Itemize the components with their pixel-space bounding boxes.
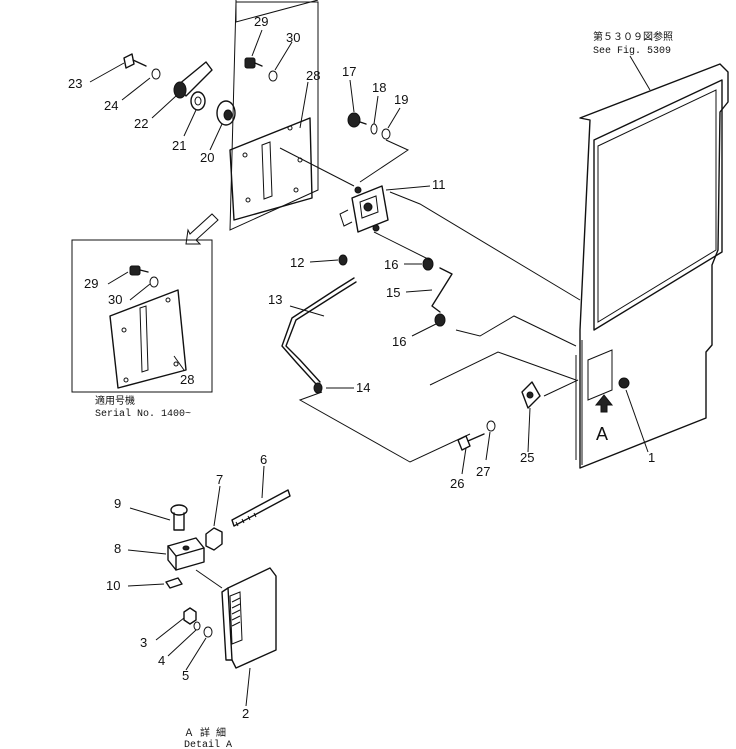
callout-11: 11 (432, 177, 446, 192)
svg-text:Ａ 詳 細: Ａ 詳 細 (184, 726, 226, 740)
svg-text:第５３０９図参照: 第５３０９図参照 (593, 30, 673, 44)
washer-19 (381, 128, 391, 140)
svg-text:適用号機: 適用号機 (95, 394, 135, 408)
clip-14 (313, 382, 323, 394)
washer-5 (203, 626, 213, 638)
clip-12 (338, 254, 348, 266)
callout-22: 22 (134, 116, 148, 131)
callout-29-upper: 29 (254, 14, 268, 29)
callout-26: 26 (450, 476, 464, 491)
block-8 (167, 537, 205, 571)
bolt-29-upper (244, 57, 263, 69)
view-arrow-a: A (594, 394, 614, 444)
callout-16-upper: 16 (384, 257, 398, 272)
washer-24 (151, 68, 161, 80)
callout-30-upper: 30 (286, 30, 300, 45)
callout-24: 24 (104, 98, 118, 113)
washer-27 (486, 420, 496, 432)
svg-text:A: A (596, 424, 608, 444)
svg-text:Detail A: Detail A (184, 739, 232, 749)
callout-7: 7 (216, 472, 223, 487)
callout-15: 15 (386, 285, 400, 300)
callout-3: 3 (140, 635, 147, 650)
callout-5: 5 (182, 668, 189, 683)
svg-text:See Fig. 5309: See Fig. 5309 (593, 45, 671, 57)
callout-25: 25 (520, 450, 534, 465)
lock-assembly-11 (339, 185, 389, 233)
callout-28-upper: 28 (306, 68, 320, 83)
callout-8: 8 (114, 541, 121, 556)
callout-21: 21 (172, 138, 186, 153)
callout-14: 14 (356, 380, 370, 395)
callout-8-9: 9 (114, 496, 121, 511)
callout-6: 6 (260, 452, 267, 467)
washer-4 (193, 621, 201, 631)
callout-17: 17 (342, 64, 356, 79)
callout-28-inset: 28 (180, 372, 194, 387)
clip-16-lower (434, 313, 446, 327)
pin-9 (170, 504, 188, 531)
callout-23: 23 (68, 76, 82, 91)
bracket-plate-upper (229, 0, 319, 231)
rod-13 (281, 277, 357, 385)
bolt-26 (457, 433, 485, 451)
callout-30-inset: 30 (108, 292, 122, 307)
callout-20: 20 (200, 150, 214, 165)
detail-a-note: Ａ 詳 細 Detail A (184, 726, 232, 749)
nut-7 (205, 527, 223, 551)
rod-6 (231, 489, 291, 527)
clip-16-upper (422, 257, 434, 271)
serial-inset: 適用号機 Serial No. 1400~ (71, 239, 213, 420)
washer-18 (370, 123, 378, 135)
callout-10: 10 (106, 578, 120, 593)
svg-text:Serial No. 1400~: Serial No. 1400~ (95, 408, 191, 420)
callout-16-lower: 16 (392, 334, 406, 349)
callout-18: 18 (372, 80, 386, 95)
door-panel (575, 63, 729, 469)
callout-4: 4 (158, 653, 165, 668)
callout-2: 2 (242, 706, 249, 721)
leader-lines (89, 29, 649, 707)
see-fig-note: 第５３０９図参照 See Fig. 5309 (593, 30, 673, 91)
bolt-23 (123, 53, 147, 69)
inset-arrow (185, 213, 219, 245)
handle-22 (173, 61, 213, 99)
detail-link (195, 569, 223, 589)
handle-2 (221, 567, 277, 669)
rod-15 (431, 267, 453, 313)
callout-numbers: 1 2 3 4 5 6 7 9 8 10 11 12 13 14 15 16 1… (68, 14, 655, 721)
washer-21 (190, 91, 206, 111)
connection-lines (279, 139, 581, 463)
callout-27: 27 (476, 464, 490, 479)
callout-29-inset: 29 (84, 276, 98, 291)
lever-25 (521, 381, 541, 409)
callout-12: 12 (290, 255, 304, 270)
callout-13: 13 (268, 292, 282, 307)
callout-19: 19 (394, 92, 408, 107)
washer-30-upper (268, 70, 278, 82)
callout-1: 1 (648, 450, 655, 465)
bolt-17 (347, 112, 367, 128)
pin-10 (165, 577, 183, 589)
nut-3 (183, 607, 197, 625)
boss-20 (216, 100, 236, 126)
